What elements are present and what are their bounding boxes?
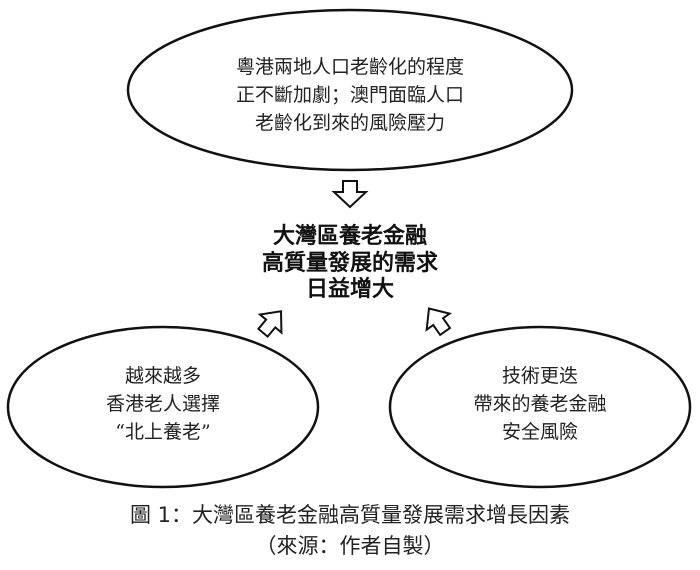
- arrow-up-left-icon: [425, 307, 452, 337]
- center-line-2: 高質量發展的需求: [262, 250, 438, 276]
- left-line-1: 越來越多: [125, 365, 201, 387]
- center-line-3: 日益增大: [306, 276, 394, 302]
- right-line-2: 帶來的養老金融: [473, 393, 606, 415]
- center-line-1: 大灣區養老金融: [273, 223, 427, 249]
- right-ellipse: [388, 325, 692, 489]
- right-line-3: 安全風險: [502, 421, 578, 443]
- top-line-2: 正不斷加劇；澳門面臨人口: [236, 84, 464, 106]
- central-outcome: 大灣區養老金融 高質量發展的需求 日益增大: [262, 223, 438, 302]
- right-line-1: 技術更迭: [502, 365, 578, 387]
- left-line-2: 香港老人選擇: [106, 393, 220, 415]
- figure-source: （來源：作者自製）: [256, 534, 445, 558]
- left-ellipse: [6, 325, 320, 489]
- top-line-3: 老齡化到來的風險壓力: [255, 112, 445, 134]
- right-factor-node: 技術更迭 帶來的養老金融 安全風險: [388, 325, 692, 489]
- top-ellipse: [126, 8, 574, 172]
- figure-caption: 圖 1：大灣區養老金融高質量發展需求增長因素: [130, 503, 570, 527]
- left-factor-node: 越來越多 香港老人選擇 “北上養老”: [6, 325, 320, 489]
- top-factor-node: 粵港兩地人口老齡化的程度 正不斷加劇；澳門面臨人口 老齡化到來的風險壓力: [126, 8, 574, 172]
- top-line-1: 粵港兩地人口老齡化的程度: [236, 56, 464, 78]
- left-line-3: “北上養老”: [115, 421, 210, 443]
- arrow-up-right-icon: [256, 310, 283, 338]
- arrow-down-icon: [331, 180, 369, 209]
